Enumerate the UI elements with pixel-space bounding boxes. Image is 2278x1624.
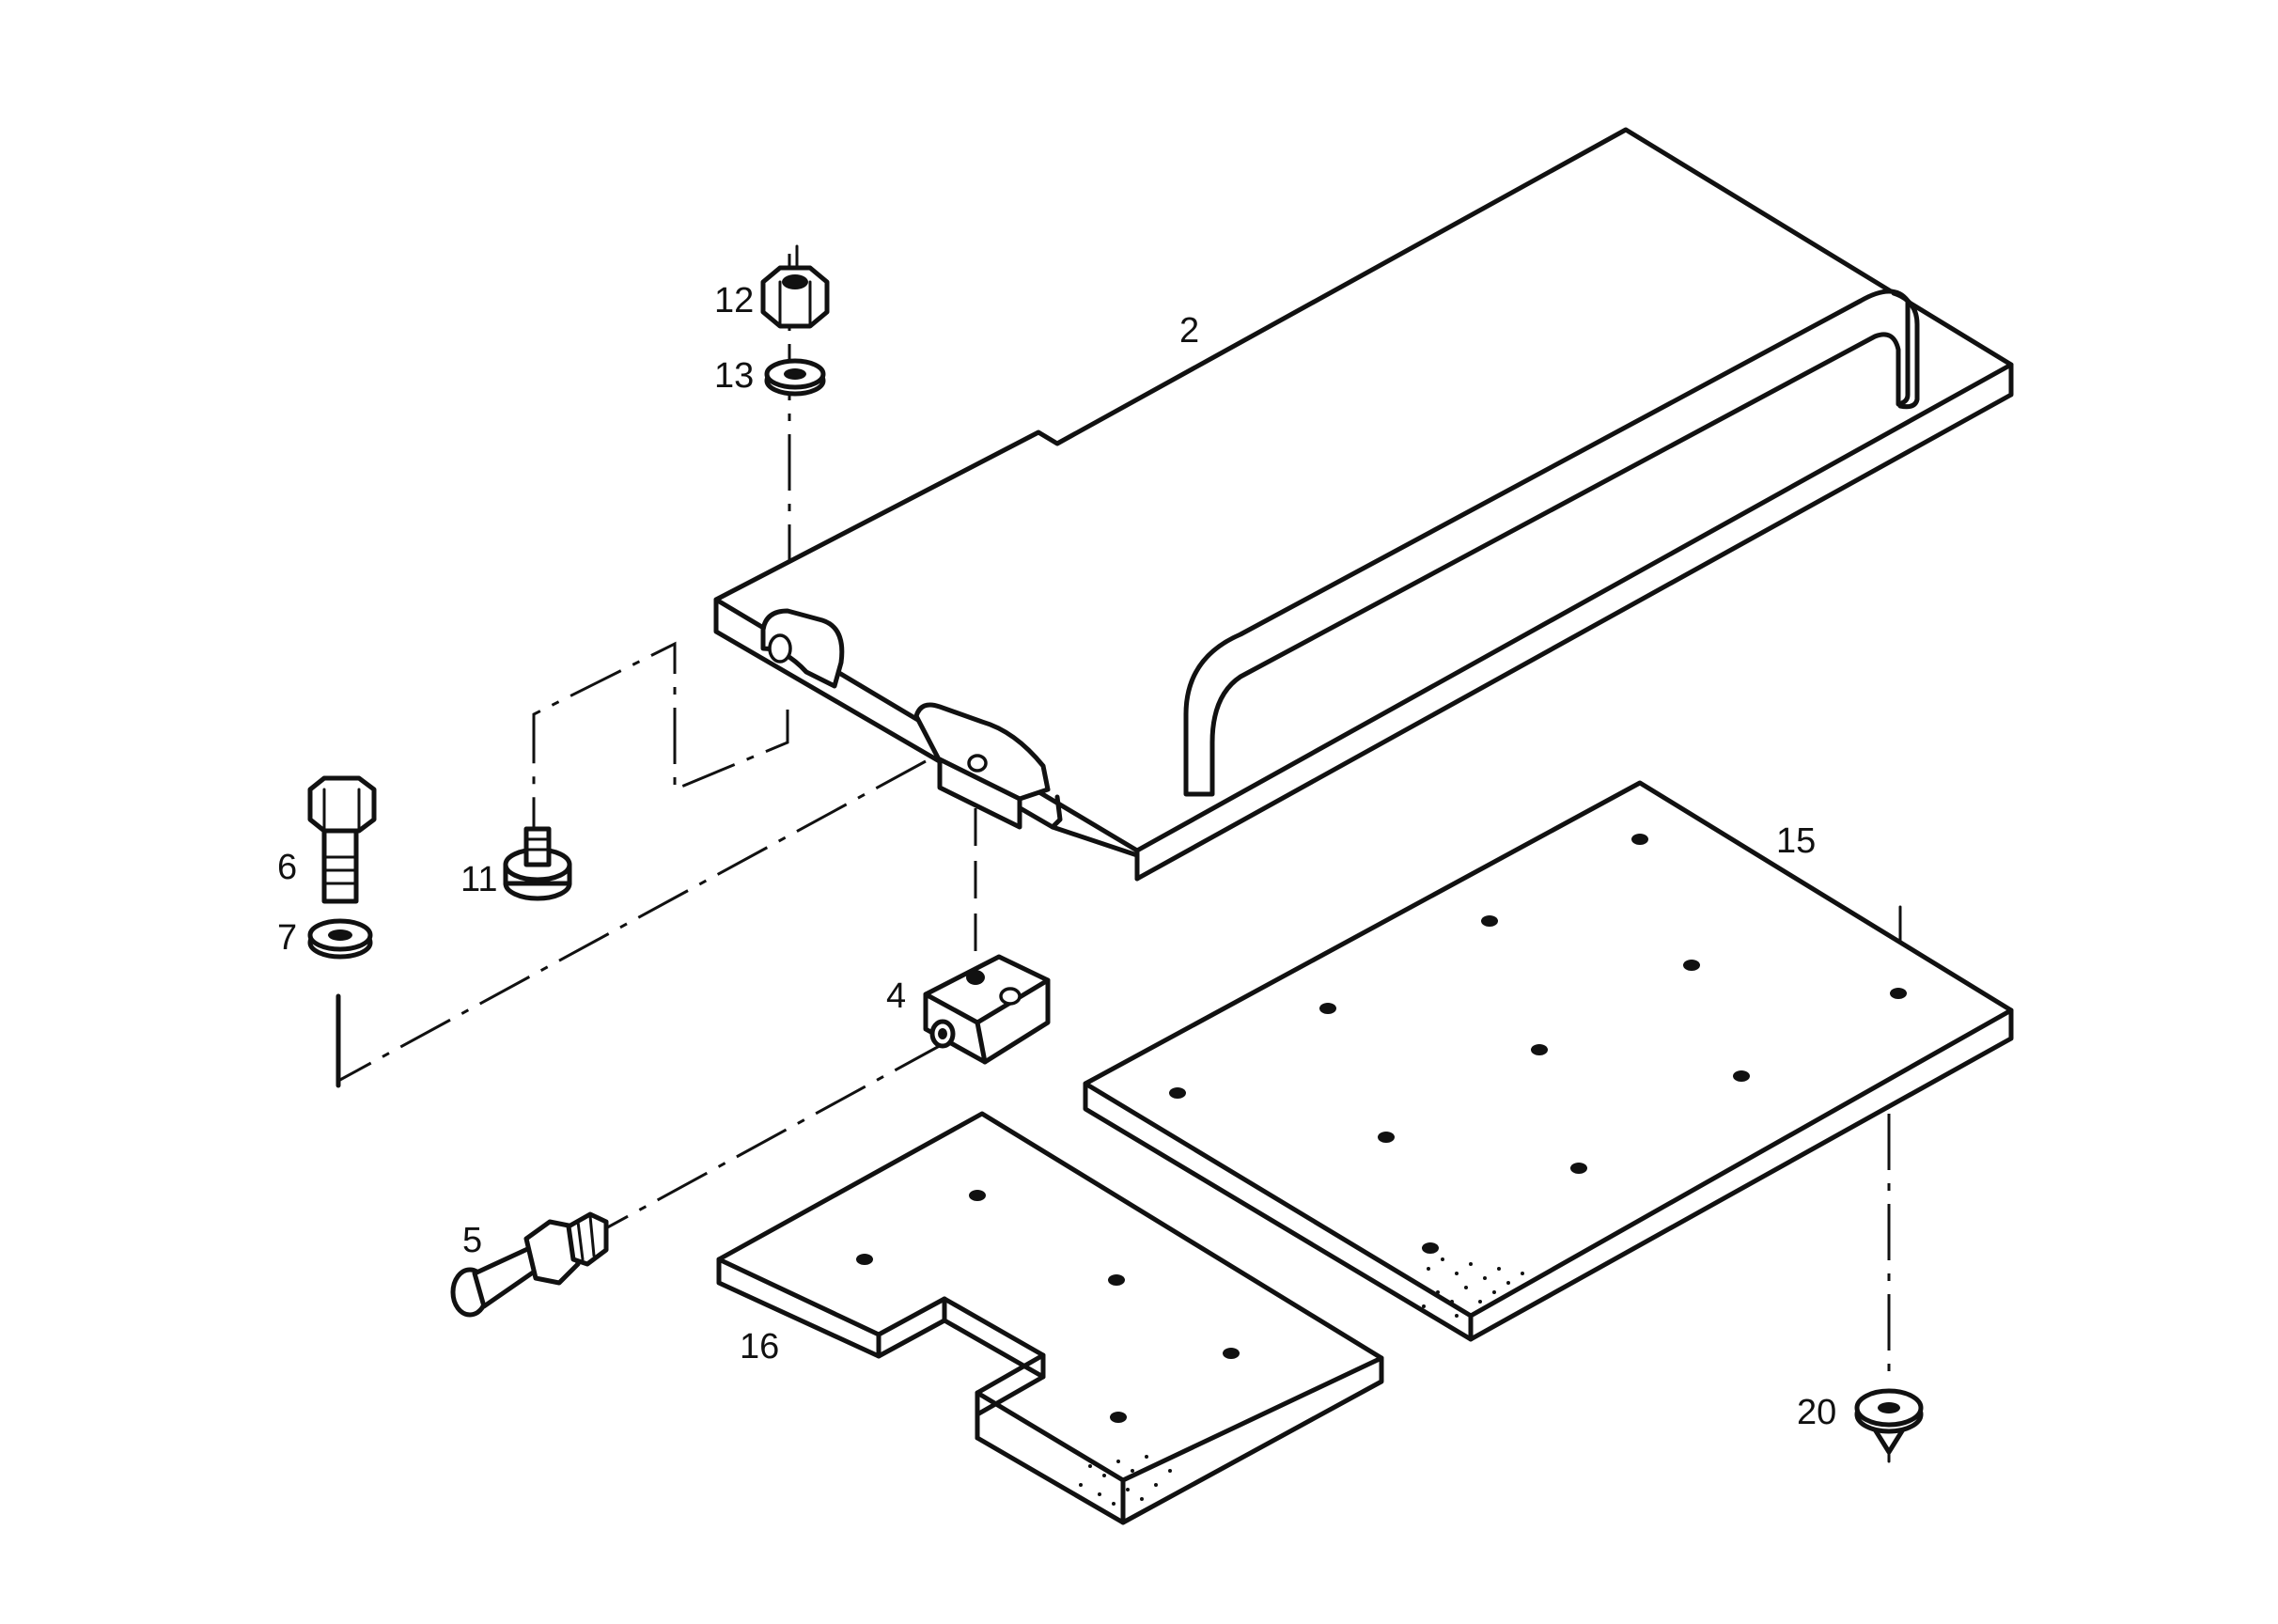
callout-12: 12	[714, 281, 754, 320]
callout-6: 6	[277, 848, 297, 887]
part-16-l-pad	[716, 1111, 1384, 1525]
callout-5: 5	[462, 1221, 482, 1260]
part-2-base-plate	[713, 127, 2014, 882]
callout-13: 13	[714, 356, 754, 396]
assembly-lines	[335, 244, 1902, 1382]
part-15-rect-pad	[1083, 780, 2014, 1342]
part-20-rubber-foot	[1854, 1388, 1924, 1463]
part-7-washer	[307, 918, 373, 960]
part-12-hex-nut	[760, 265, 830, 329]
part-6-hex-bolt	[307, 775, 377, 904]
part-11-thumb-screw	[503, 826, 572, 901]
part-5-threaded-pin	[450, 1211, 609, 1318]
callout-4: 4	[886, 976, 906, 1016]
callout-labels: 2 12 13 6 7 11 4 5 15 16 20	[277, 281, 1836, 1432]
callout-15: 15	[1776, 821, 1816, 861]
callout-11: 11	[460, 860, 497, 899]
callout-2: 2	[1179, 311, 1199, 351]
part-13-washer	[764, 358, 826, 397]
callout-7: 7	[277, 918, 297, 958]
part-4-block	[923, 954, 1051, 1065]
callout-16: 16	[740, 1327, 779, 1366]
callout-20: 20	[1797, 1393, 1836, 1432]
